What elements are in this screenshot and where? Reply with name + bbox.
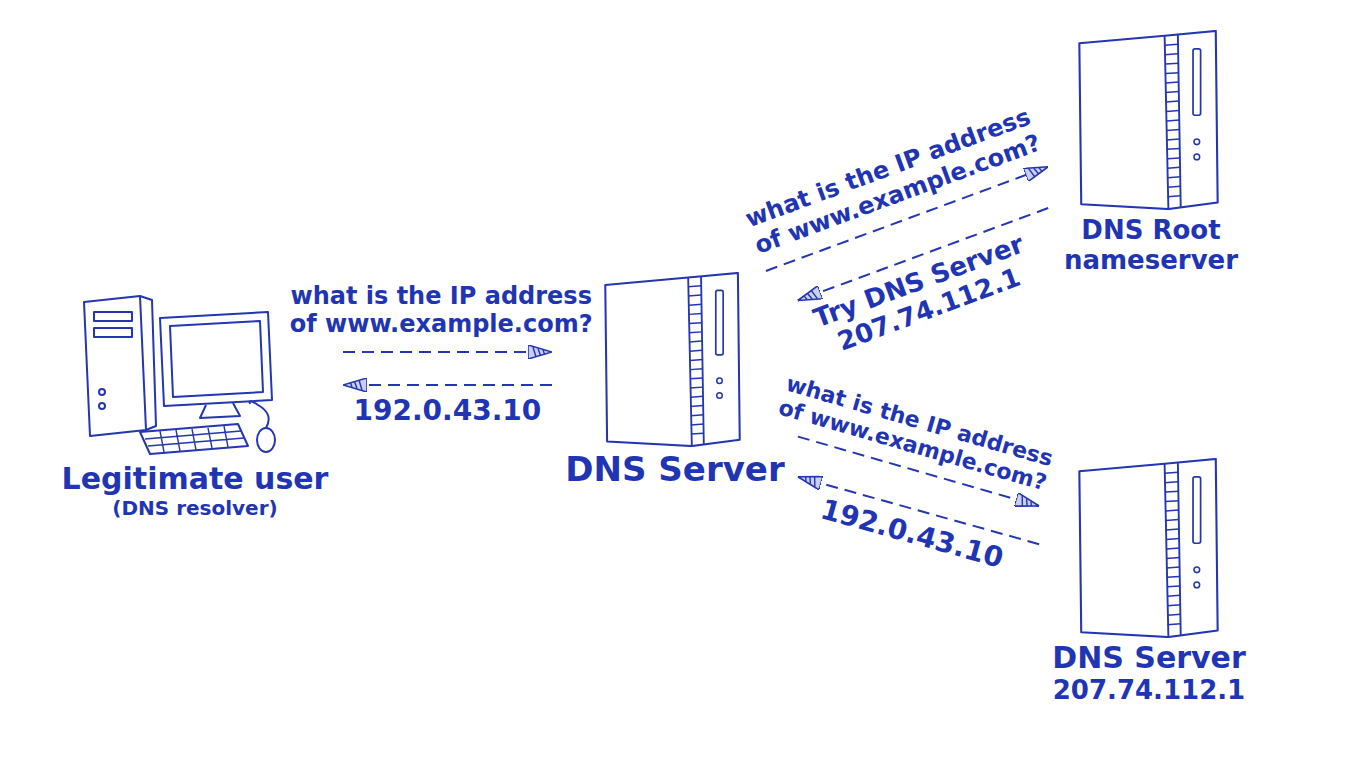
node-label: DNS Server — [1048, 641, 1250, 676]
node-label: Legitimate user — [56, 462, 334, 497]
node-label: DNS Server — [561, 450, 789, 489]
pc-button — [99, 403, 105, 409]
dashed-arrow — [343, 384, 552, 386]
dns-server-drawing — [1079, 459, 1217, 637]
root-nameserver: DNS Root nameserver — [1051, 28, 1251, 276]
edge-label: Try DNS Server 207.74.112.1 — [801, 227, 1047, 366]
pc-tower-side — [140, 296, 156, 430]
edge-label: 192.0.43.10 — [351, 395, 545, 427]
pc-tower — [84, 296, 146, 436]
dns-server: DNS Server207.74.112.1 — [1042, 455, 1256, 705]
monitor — [160, 312, 272, 406]
node-label: DNS Root nameserver — [1057, 216, 1245, 276]
edge-label: what is the IP address of www.example.co… — [765, 368, 1067, 500]
monitor-screen — [170, 321, 263, 397]
keyboard-keys — [145, 426, 244, 452]
connectors — [343, 167, 1048, 544]
node-label: (DNS resolver) — [56, 497, 334, 520]
keyboard — [140, 424, 248, 454]
root-server-drawing — [1079, 31, 1217, 209]
dns-server-drawing — [605, 273, 739, 446]
pc-button — [99, 389, 105, 395]
dashed-arrow — [343, 351, 552, 353]
mouse — [257, 428, 275, 452]
drive-bay — [94, 328, 132, 337]
monitor-stand — [200, 403, 240, 418]
user-computer-drawing — [84, 296, 275, 454]
mouse-cable — [250, 401, 269, 428]
node-label: 207.74.112.1 — [1048, 676, 1250, 706]
edge-label: 192.0.43.10 — [814, 492, 1009, 575]
drive-bay — [94, 312, 132, 321]
edge-label: what is the IP address of www.example.co… — [276, 283, 606, 338]
